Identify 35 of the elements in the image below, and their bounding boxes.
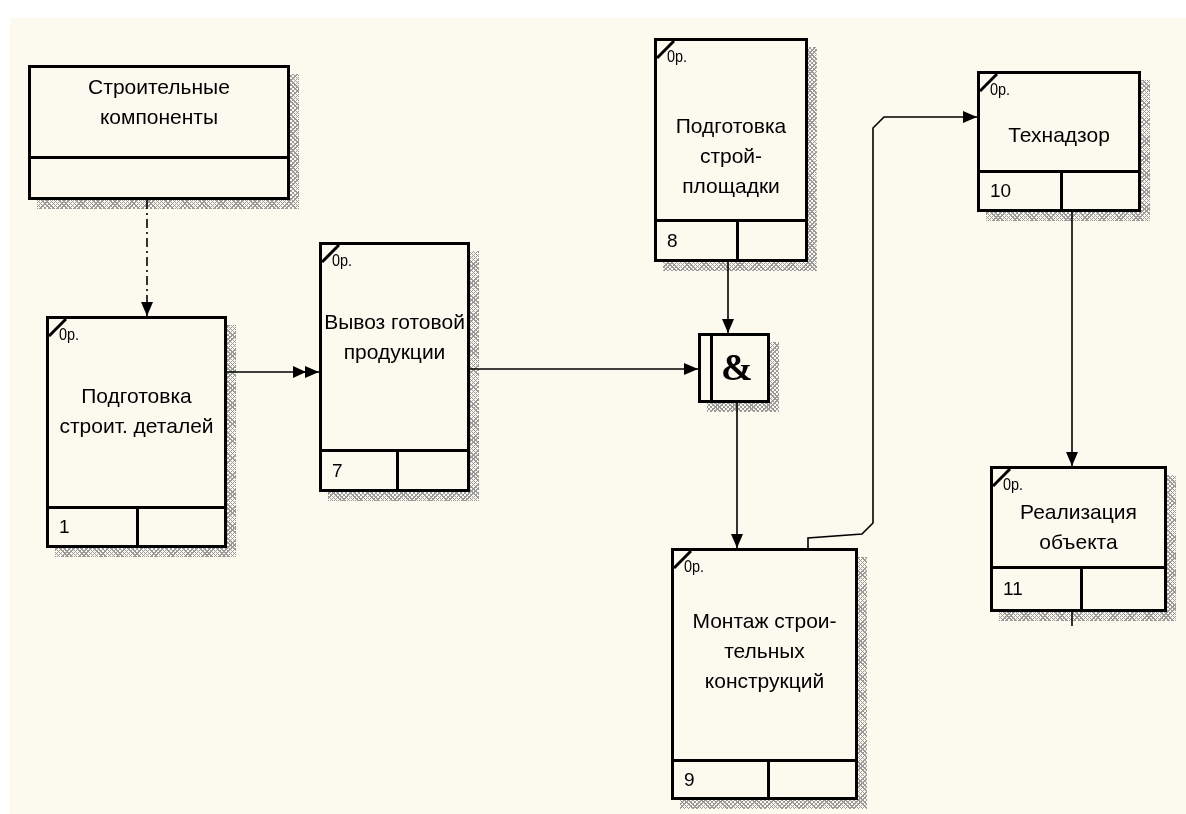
process-number: 10 <box>990 179 1012 203</box>
box-prefix: 0р. <box>332 251 353 271</box>
arrow <box>731 402 743 549</box>
process-number: 11 <box>1003 577 1023 601</box>
arrow <box>1066 211 1078 467</box>
box-prefix: 0р. <box>1003 475 1024 495</box>
box-prefix: 0р. <box>59 325 80 345</box>
process-number: 9 <box>684 767 695 792</box>
object-name: Строительные компоненты <box>87 74 231 130</box>
process-name: Подготовка строит. деталей <box>58 383 215 439</box>
process-box <box>977 71 1141 212</box>
and-junction-box <box>698 333 770 403</box>
arrow <box>141 199 153 317</box>
process-number: 1 <box>59 515 70 539</box>
process-name: Монтаж строи- тельных конструкций <box>691 608 838 694</box>
process-box <box>990 466 1167 612</box>
process-box <box>654 38 808 262</box>
arrow <box>722 261 734 334</box>
process-box <box>46 316 227 548</box>
box-prefix: 0р. <box>667 47 688 67</box>
junction-symbol: & <box>721 347 753 387</box>
process-name: Технадзор <box>1007 122 1111 148</box>
connector-line <box>1071 611 1073 627</box>
process-box <box>671 548 858 800</box>
process-name: Реализация объекта <box>1019 499 1138 555</box>
box-prefix: 0р. <box>990 80 1011 100</box>
process-name: Подготовка строй- площадки <box>674 113 788 199</box>
object-box <box>28 65 290 200</box>
process-number: 7 <box>332 458 343 483</box>
arrow <box>469 363 699 375</box>
box-prefix: 0р. <box>684 557 705 577</box>
process-number: 8 <box>667 228 678 253</box>
process-name: Вывоз готовой продукции <box>324 309 465 365</box>
process-box <box>319 242 470 492</box>
arrow <box>807 111 978 549</box>
